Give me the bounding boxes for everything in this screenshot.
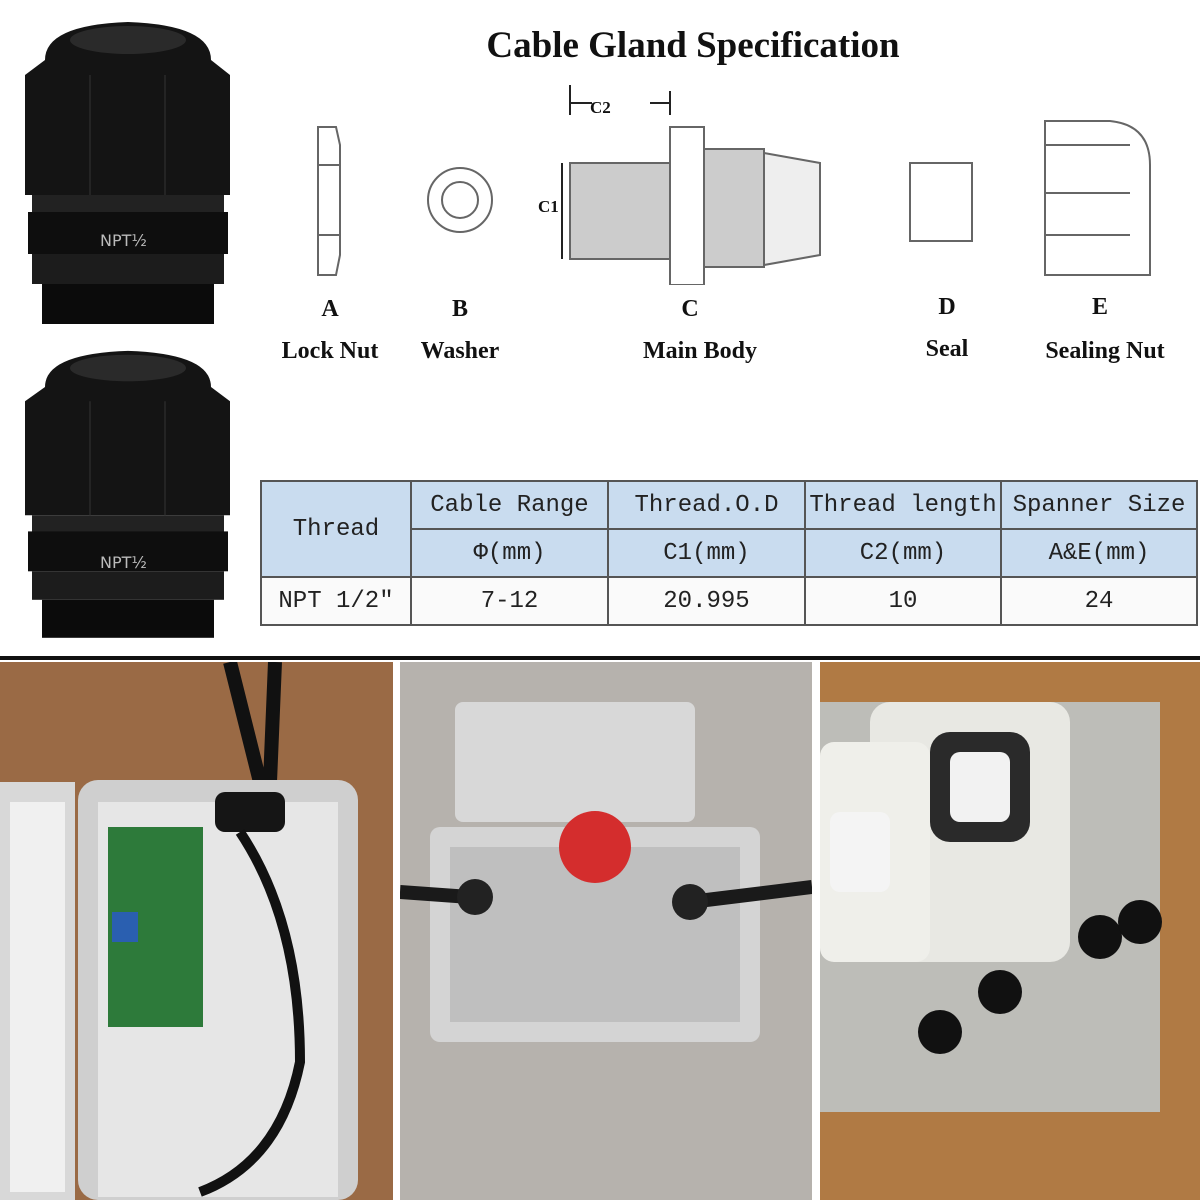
part-a-letter: A xyxy=(321,296,339,322)
thread-header: Thread xyxy=(260,480,412,578)
parts-diagram xyxy=(317,85,1151,285)
application-photo-relay-box xyxy=(0,662,393,1200)
application-photo-clear-box xyxy=(820,662,1200,1200)
part-e-letter: E xyxy=(1091,294,1108,320)
table-row: NPT 1/2″ 7-12 20.995 10 24 xyxy=(260,576,1198,626)
column-subheader: C1(mm) xyxy=(607,528,806,578)
application-photo-junction-box xyxy=(400,662,812,1200)
part-c-letter: C xyxy=(681,296,699,322)
sealing-nut-drawing xyxy=(1044,120,1151,276)
table-cell: 24 xyxy=(1000,576,1198,626)
gland-marking: NPT½ xyxy=(100,231,147,250)
table-cell: 20.995 xyxy=(607,576,806,626)
column-subheader: Φ(mm) xyxy=(410,528,609,578)
part-d-letter: D xyxy=(938,294,956,320)
column-header: Thread length xyxy=(804,480,1002,530)
table-cell: 7-12 xyxy=(410,576,609,626)
seal-drawing xyxy=(909,162,973,242)
gland-marking: NPT½ xyxy=(100,553,147,572)
table-cell: NPT 1/2″ xyxy=(260,576,412,626)
part-c-name: Main Body xyxy=(642,338,758,364)
part-a-name: Lock Nut xyxy=(281,338,379,364)
column-header: Thread.O.D xyxy=(607,480,806,530)
washer-drawing xyxy=(427,167,493,233)
main-body-drawing xyxy=(561,85,821,285)
page-title: Cable Gland Specification xyxy=(486,25,900,66)
part-e-name: Sealing Nut xyxy=(1045,338,1165,364)
part-d-name: Seal xyxy=(925,336,969,362)
c2-dimension-label: C2 xyxy=(590,98,611,117)
part-b-name: Washer xyxy=(420,338,500,364)
c1-dimension-label: C1 xyxy=(538,197,559,216)
column-subheader: A&E(mm) xyxy=(1000,528,1198,578)
column-header: Cable Range xyxy=(410,480,609,530)
cable-gland-product-image: NPT½ NPT½ xyxy=(24,22,231,639)
column-header: Spanner Size xyxy=(1000,480,1198,530)
table-cell: 10 xyxy=(804,576,1002,626)
column-subheader: C2(mm) xyxy=(804,528,1002,578)
divider xyxy=(0,656,1200,660)
lock-nut-drawing xyxy=(317,126,341,276)
part-b-letter: B xyxy=(451,296,468,322)
spec-table: Thread Cable Range Thread.O.D Thread len… xyxy=(260,480,1198,626)
